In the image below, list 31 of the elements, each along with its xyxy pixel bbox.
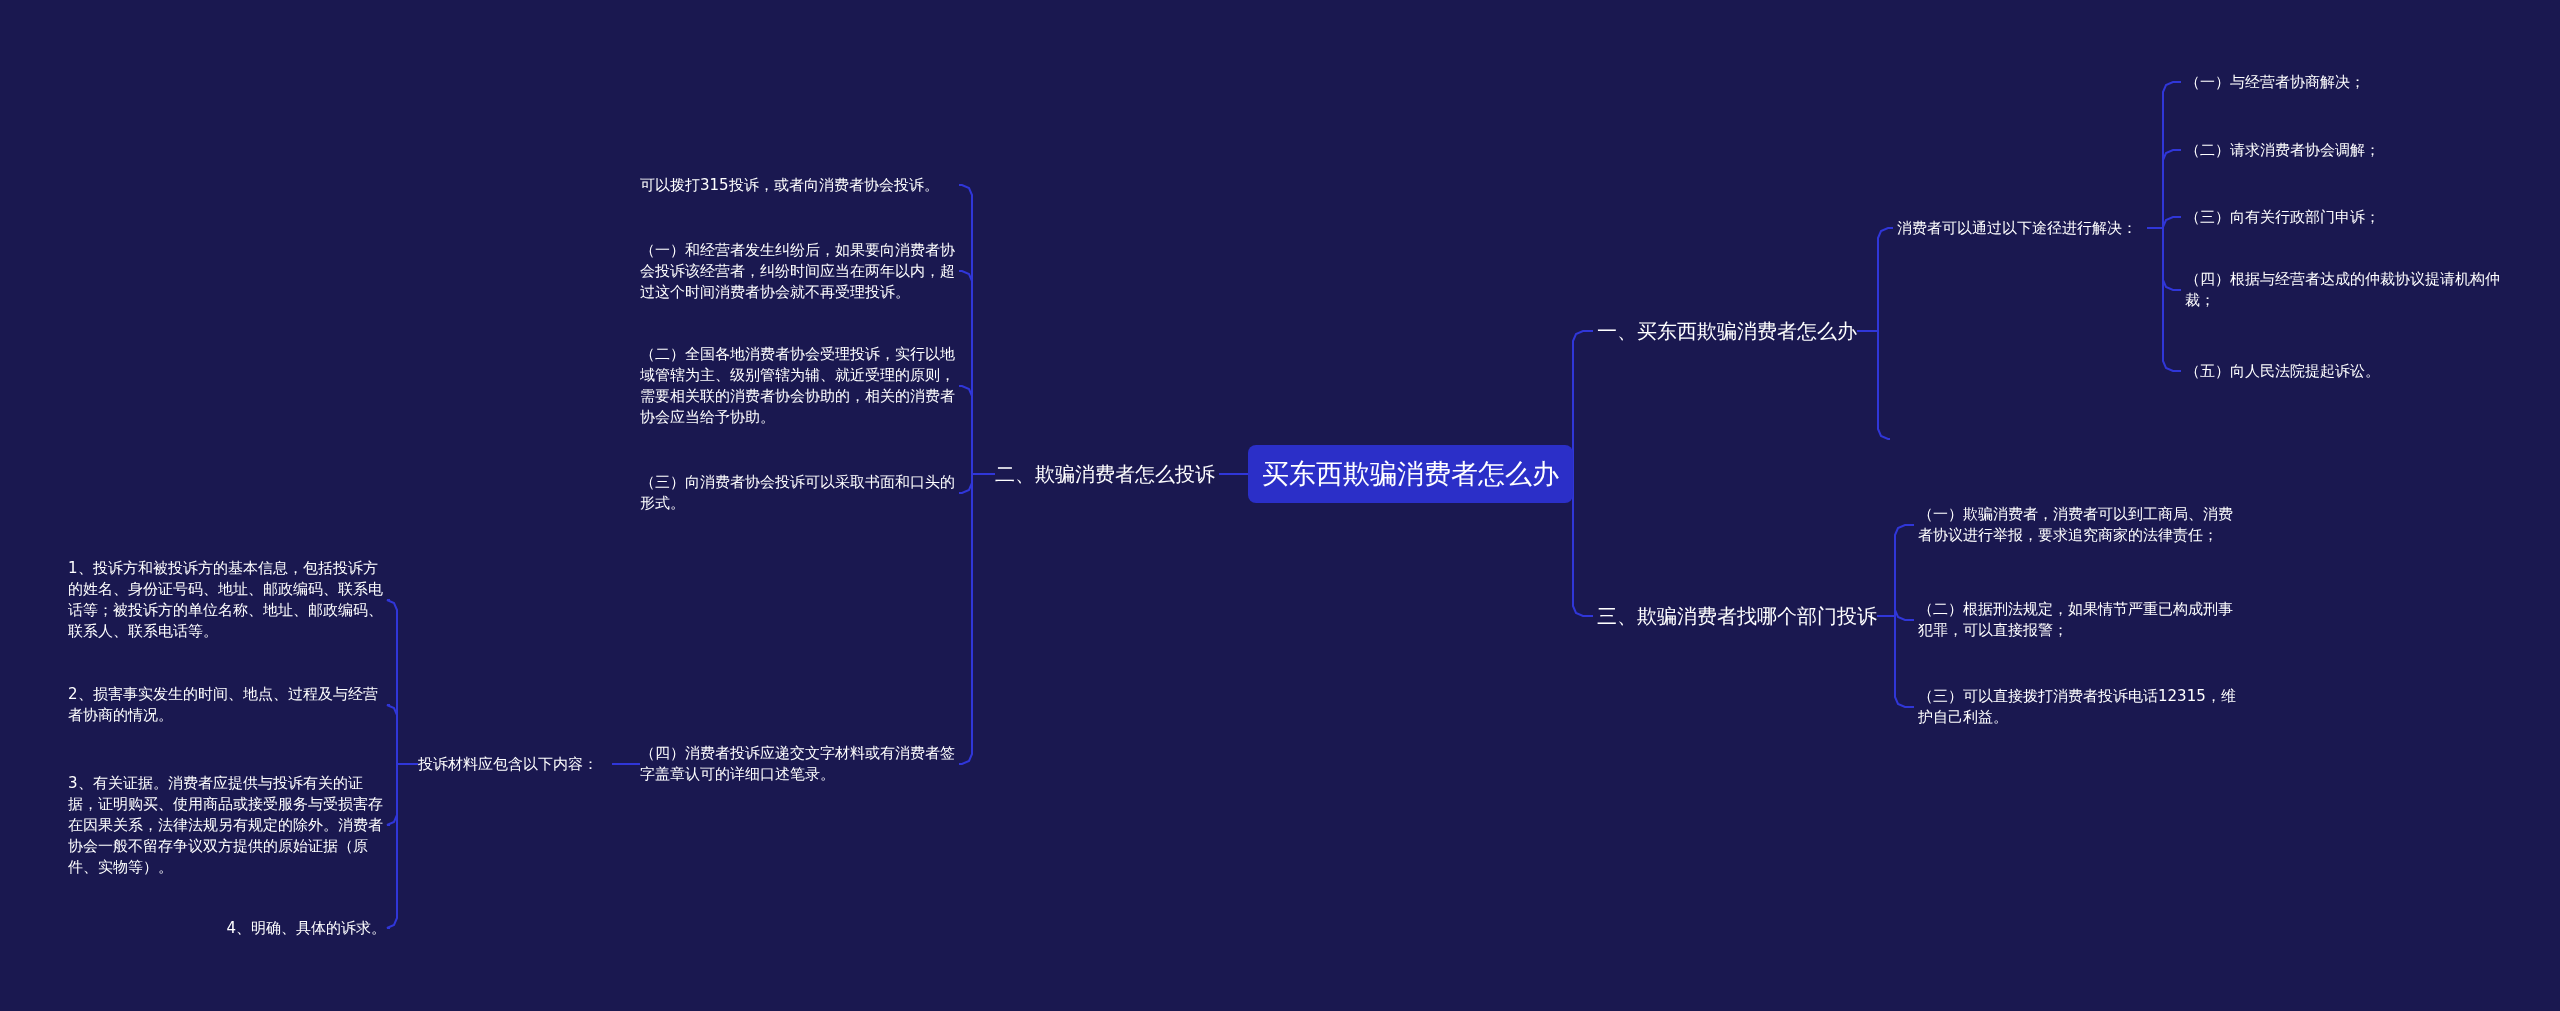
subtopic-text: （二）请求消费者协会调解；: [2185, 139, 2381, 161]
connector-line: [1876, 615, 1915, 708]
branch-topic-text: 二、欺骗消费者怎么投诉: [995, 461, 1215, 487]
subtopic-text: （三）向消费者协会投诉可以采取书面和口头的形式。: [640, 472, 955, 514]
subtopic-text: 1、投诉方和被投诉方的基本信息，包括投诉方的姓名、身份证号码、地址、邮政编码、联系电话等；被投诉方的单位名称、地址、邮政编码、联系人、联系电话等。: [68, 558, 384, 642]
subtopic-text: 4、明确、具体的诉求。: [225, 917, 386, 939]
subtopic-text: （四）根据与经营者达成的仲裁协议提请机构仲裁；: [2185, 269, 2501, 311]
subtopic-text: （三）向有关行政部门申诉；: [2185, 206, 2381, 228]
connector-line: [1218, 473, 1249, 475]
central-topic-text: 买东西欺骗消费者怎么办: [1262, 458, 1559, 489]
connector-line: [386, 763, 419, 929]
connector-line: [2146, 227, 2182, 372]
connector-line: [611, 763, 641, 765]
subtopic-text: 投诉材料应包含以下内容：: [418, 753, 599, 775]
branch-topic-text: 一、买东西欺骗消费者怎么办: [1597, 318, 1857, 344]
subtopic-text: （二）全国各地消费者协会受理投诉，实行以地域管辖为主、级别管辖为辅、就近受理的原则，需要相关联的消费者协会协助的，相关的消费者协会应当给予协助。: [640, 344, 955, 428]
subtopic-text: （四）消费者投诉应递交文字材料或有消费者签字盖章认可的详细口述笔录。: [640, 743, 955, 785]
subtopic-text: （三）可以直接拨打消费者投诉电话12315，维护自己利益。: [1918, 686, 2236, 728]
branch-topic-text: 三、欺骗消费者找哪个部门投诉: [1597, 603, 1877, 629]
subtopic-text: （一）欺骗消费者，消费者可以到工商局、消费者协议进行举报，要求追究商家的法律责任；: [1918, 504, 2234, 546]
connector-line: [1856, 330, 1891, 440]
subtopic-text: 2、损害事实发生的时间、地点、过程及与经营者协商的情况。: [68, 684, 379, 726]
connector-line: [958, 473, 996, 765]
subtopic-text: （二）根据刑法规定，如果情节严重已构成刑事犯罪，可以直接报警；: [1918, 599, 2234, 641]
central-topic-box: [1248, 445, 1573, 503]
subtopic-text: （一）与经营者协商解决；: [2185, 71, 2366, 93]
subtopic-text: 3、有关证据。消费者应提供与投诉有关的证据，证明购买、使用商品或接受服务与受损害存在因果关系，法律法规另有规定的除外。消费者协会一般不留存争议双方提供的原始证据（原件、实物等）。: [68, 772, 384, 878]
subtopic-text: 消费者可以通过以下途径进行解决：: [1897, 217, 2138, 239]
subtopic-text: 可以拨打315投诉，或者向消费者协会投诉。: [640, 174, 940, 196]
subtopic-text: （五）向人民法院提起诉讼。: [2185, 360, 2381, 382]
subtopic-text: （一）和经营者发生纠纷后，如果要向消费者协会投诉该经营者，纠纷时间应当在两年以内，超过这个时间消费者协会就不再受理投诉。: [640, 239, 955, 303]
